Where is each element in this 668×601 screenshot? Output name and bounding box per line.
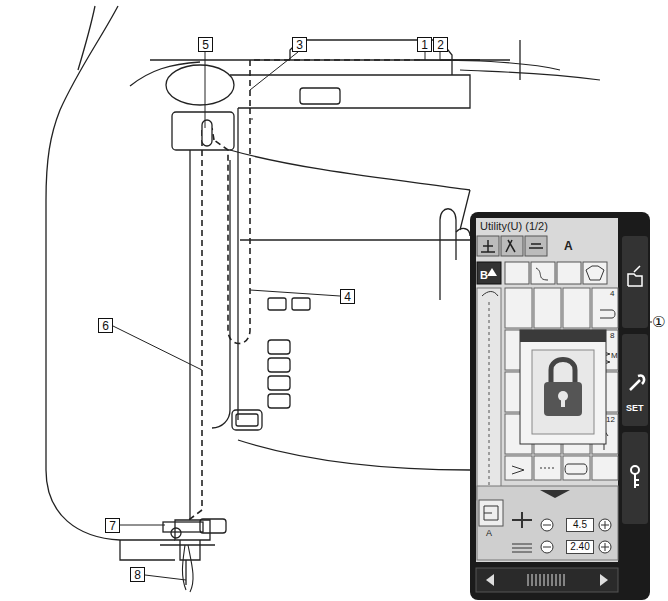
screen-title: Utility(U) (1/2) <box>480 221 630 232</box>
circled-callout: ① <box>652 314 665 329</box>
pattern-number: 4 <box>610 290 614 298</box>
callout-number: 2 <box>433 37 448 52</box>
value-text: 4.5 <box>567 520 593 530</box>
presser-foot-letter: A <box>486 529 492 538</box>
pattern-number: 8 <box>610 332 614 340</box>
pattern-letter: M <box>611 352 618 360</box>
callout-number: 8 <box>130 567 145 582</box>
button-letter: A <box>564 240 573 252</box>
value-box: 4.5 <box>566 518 594 532</box>
pattern-number: 12 <box>606 416 615 424</box>
tab-label: SET <box>626 404 644 413</box>
callout-number: 5 <box>198 37 213 52</box>
value-box: 2.40 <box>566 540 594 554</box>
callout-number: 4 <box>340 289 355 304</box>
screen-panel: Utility(U) (1/2)4.52.40 <box>470 212 620 232</box>
callout-number: 3 <box>292 37 307 52</box>
button-letter: B <box>480 270 488 281</box>
callout-number: 6 <box>98 318 113 333</box>
value-text: 2.40 <box>567 542 593 552</box>
callout-number: 7 <box>105 518 120 533</box>
callout-number: 1 <box>417 37 432 52</box>
